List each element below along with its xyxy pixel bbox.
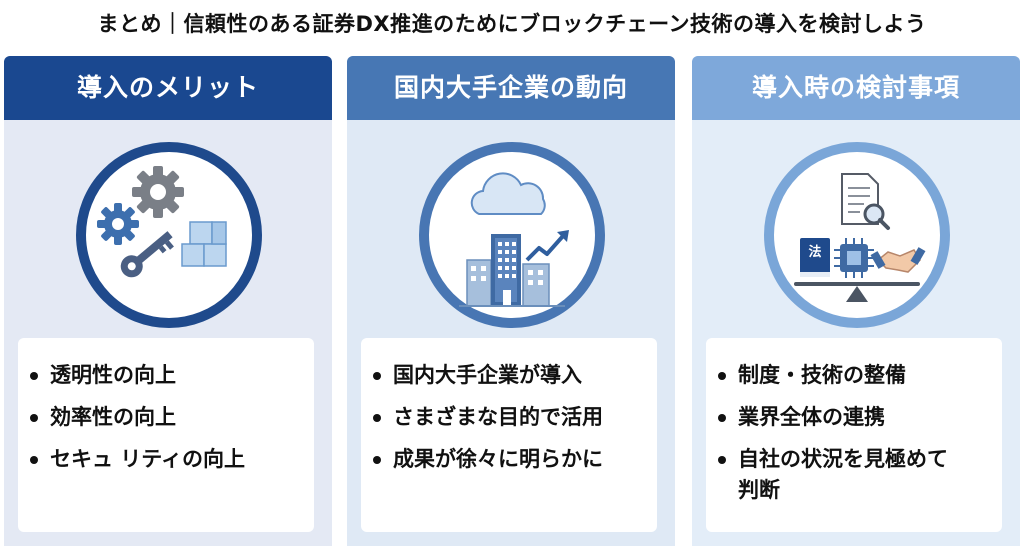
list-item: 制度・技術の整備 bbox=[718, 360, 1002, 391]
list-item: セキュ リティの向上 bbox=[30, 444, 314, 475]
column-trends: 国内大手企業の動向 bbox=[347, 56, 675, 546]
considerations-illustration: 法 bbox=[764, 142, 950, 328]
list-item: 効率性の向上 bbox=[30, 402, 314, 433]
list-item: 成果が徐々に明らかに bbox=[373, 444, 657, 475]
law-book-label: 法 bbox=[808, 244, 821, 260]
gears-key-blocks-icon bbox=[97, 166, 227, 278]
trends-list: 国内大手企業が導入 さまざまな目的で活用 成果が徐々に明らかに bbox=[361, 338, 657, 532]
considerations-list: 制度・技術の整備 業界全体の連携 自社の状況を見極めて判断 bbox=[706, 338, 1002, 532]
list-item: 自社の状況を見極めて判断 bbox=[718, 444, 1002, 506]
column-header: 導入のメリット bbox=[4, 56, 332, 120]
merits-illustration bbox=[76, 142, 262, 328]
page-title: まとめ｜信頼性のある証券DX推進のためにブロックチェーン技術の導入を検討しよう bbox=[97, 12, 927, 36]
list-item: 国内大手企業が導入 bbox=[373, 360, 657, 391]
sparkle-icon bbox=[967, 487, 999, 519]
list-item: 透明性の向上 bbox=[30, 360, 314, 391]
column-header: 導入時の検討事項 bbox=[692, 56, 1020, 120]
column-considerations: 導入時の検討事項 法 bbox=[692, 56, 1020, 546]
merits-list: 透明性の向上 効率性の向上 セキュ リティの向上 bbox=[18, 338, 314, 532]
list-item: 業界全体の連携 bbox=[718, 402, 1002, 433]
trends-illustration bbox=[419, 142, 605, 328]
cloud-buildings-growth-icon bbox=[459, 172, 569, 307]
law-chip-handshake-balance-icon: 法 bbox=[794, 173, 926, 302]
list-item: さまざまな目的で活用 bbox=[373, 402, 657, 433]
column-header: 国内大手企業の動向 bbox=[347, 56, 675, 120]
column-merits: 導入のメリット bbox=[4, 56, 332, 546]
